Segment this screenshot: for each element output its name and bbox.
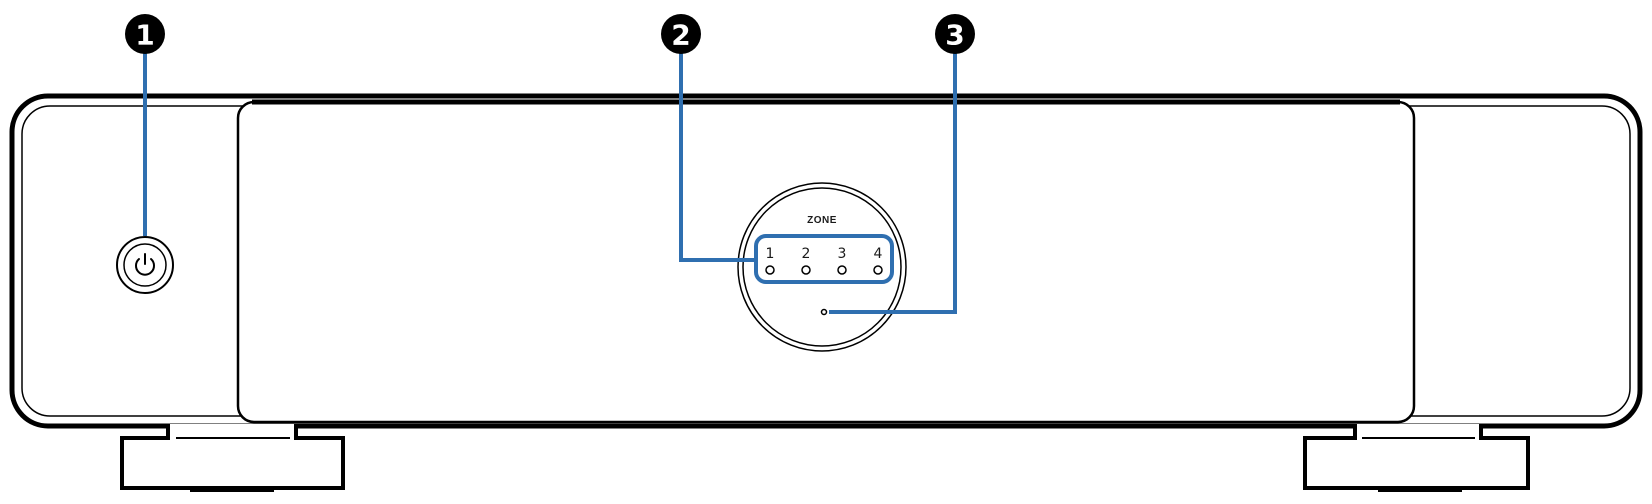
- zone-4-label: 4: [874, 246, 883, 262]
- callout-3-number: 3: [945, 19, 964, 52]
- zone-4-indicator: [873, 265, 883, 275]
- zone-1-indicator: [765, 265, 775, 275]
- callout-2-leader: [679, 52, 756, 262]
- callout-1-number: 1: [135, 19, 154, 52]
- right-foot: [1303, 424, 1530, 492]
- power-icon: [135, 253, 155, 276]
- zone-1-label: 1: [766, 246, 775, 262]
- status-indicator: [820, 308, 828, 316]
- power-button[interactable]: [116, 236, 174, 294]
- callout-1-badge: [125, 14, 165, 54]
- callout-3-badge: [935, 14, 975, 54]
- callout-2-number: 2: [671, 19, 690, 52]
- zone-2-indicator: [801, 265, 811, 275]
- callout-3: 3: [829, 14, 975, 314]
- left-foot: [120, 424, 345, 492]
- callout-2: 2: [661, 14, 894, 284]
- callout-3-leader: [829, 52, 957, 314]
- zone-3-indicator: [837, 265, 847, 275]
- callout-1: 1: [125, 14, 165, 236]
- zone-3-label: 3: [838, 246, 847, 262]
- zone-title: ZONE: [807, 215, 837, 226]
- zone-dial: ZONE 1 2 3 4: [737, 182, 907, 352]
- zone-2-label: 2: [802, 246, 811, 262]
- callout-2-badge: [661, 14, 701, 54]
- zone-indicator-highlight: [754, 234, 894, 284]
